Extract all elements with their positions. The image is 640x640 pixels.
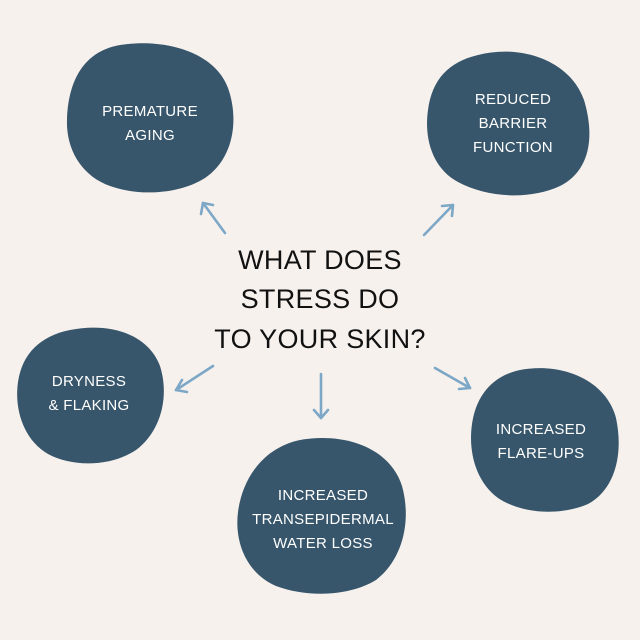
arrow-to-tewl — [312, 372, 330, 420]
blob-shape — [17, 327, 164, 464]
effect-label-line: BARRIER — [479, 115, 548, 132]
center-question: WHAT DOES STRESS DO TO YOUR SKIN? — [214, 245, 425, 354]
effect-label-line: TRANSEPIDERMAL — [252, 511, 394, 528]
center-question-line: WHAT DOES — [238, 245, 402, 275]
effect-label-line: FLARE-UPS — [498, 445, 585, 462]
arrow-to-dryness — [174, 364, 215, 394]
effect-dryness-flaking: DRYNESS & FLAKING — [17, 327, 164, 464]
effect-label-line: REDUCED — [475, 91, 551, 108]
blob-shape — [471, 368, 619, 512]
effect-label-line: INCREASED — [496, 421, 586, 438]
effect-label-line: FUNCTION — [473, 139, 553, 156]
effect-increased-tewl: INCREASED TRANSEPIDERMAL WATER LOSS — [237, 437, 406, 594]
effect-premature-aging: PREMATURE AGING — [66, 43, 234, 193]
center-question-line: TO YOUR SKIN? — [214, 324, 425, 354]
effect-increased-flare-ups: INCREASED FLARE-UPS — [471, 368, 619, 512]
arrow-to-premature-aging — [199, 201, 227, 235]
effect-reduced-barrier-function: REDUCED BARRIER FUNCTION — [427, 51, 590, 196]
effect-label-line: PREMATURE — [102, 103, 198, 120]
arrow-to-reduced-barrier — [422, 203, 455, 237]
arrow-to-flare-ups — [433, 366, 472, 391]
center-question-line: STRESS DO — [241, 284, 400, 314]
blob-shape — [427, 51, 590, 196]
effect-label-line: INCREASED — [278, 487, 368, 504]
effect-label-line: AGING — [125, 127, 175, 144]
blob-shape — [237, 437, 406, 594]
effect-label-line: WATER LOSS — [273, 535, 373, 552]
effect-label-line: DRYNESS — [52, 373, 126, 390]
blob-shape — [66, 43, 234, 193]
effect-label-line: & FLAKING — [48, 397, 129, 414]
